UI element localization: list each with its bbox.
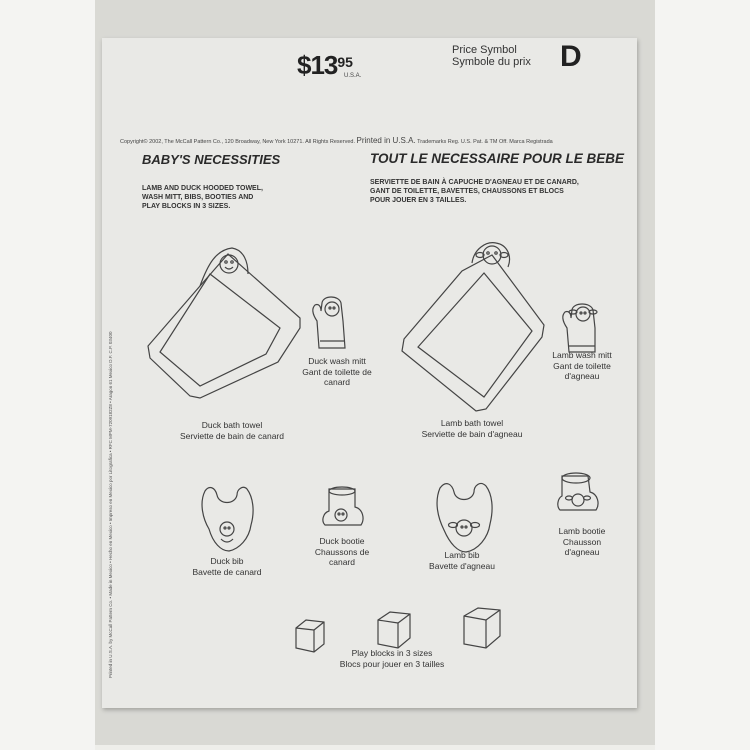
- price: $1395: [297, 50, 353, 81]
- block-large-illustration: [463, 607, 501, 649]
- label-line: Play blocks in 3 sizes: [351, 648, 433, 658]
- label-line: Lamb bootie: [558, 526, 606, 536]
- label-line: Gant de toilette: [553, 360, 611, 371]
- label-line: Gant de toilette de: [302, 366, 372, 377]
- label-line: Duck bootie: [319, 536, 365, 546]
- heading-fr: TOUT LE NECESSAIRE POUR LE BEBE: [370, 151, 625, 166]
- label-blocks: Play blocks in 3 sizes Blocs pour jouer …: [317, 648, 467, 669]
- lamb-bootie-illustration: [557, 472, 599, 511]
- copyright-text: Copyright© 2002, The McCall Pattern Co.,…: [120, 139, 355, 145]
- label-line: Serviette de bain d'agneau: [421, 428, 523, 439]
- label-line: Lamb bib: [444, 550, 480, 560]
- printed-in: Printed in U.S.A.: [356, 136, 416, 145]
- price-symbol-label-fr: Symbole du prix: [452, 56, 531, 68]
- description-fr-line: SERVIETTE DE BAIN À CAPUCHE D'AGNEAU ET …: [370, 179, 579, 186]
- label-line: Bavette d'agneau: [429, 560, 495, 571]
- description-en-line: PLAY BLOCKS IN 3 SIZES.: [142, 203, 231, 211]
- duck-bootie-illustration: [322, 486, 364, 526]
- wall-right: [655, 0, 750, 750]
- label-line: Duck bath towel: [201, 420, 263, 430]
- lamb-bib-illustration: [436, 482, 493, 553]
- description-en-line: LAMB AND DUCK HOODED TOWEL,: [142, 185, 263, 192]
- label-line: d'agneau: [564, 371, 600, 381]
- label-line: Duck bib: [210, 556, 244, 566]
- lamb-towel-illustration: [401, 242, 545, 412]
- label-line: Bavette de canard: [192, 566, 262, 577]
- label-line: d'agneau: [564, 547, 600, 557]
- block-small-illustration: [295, 619, 325, 653]
- price-symbol-letter: D: [560, 40, 582, 73]
- label-duck-mitt: Duck wash mitt Gant de toilette de canar…: [287, 356, 387, 388]
- description-en-line: WASH MITT, BIBS, BOOTIES AND: [142, 194, 254, 202]
- duck-towel-illustration: [147, 247, 301, 399]
- wall-left: [0, 0, 95, 750]
- description-fr-line: POUR JOUER EN 3 TAILLES.: [370, 197, 467, 205]
- lamb-mitt-illustration: [562, 303, 598, 353]
- trademarks-text: Trademarks Reg. U.S. Pat. & TM Off. Marc…: [417, 139, 553, 145]
- duck-bib-illustration: [201, 486, 254, 552]
- label-line: Lamb bath towel: [440, 418, 504, 428]
- label-line: canard: [324, 377, 350, 387]
- label-lamb-bootie: Lamb bootie Chausson d'agneau: [537, 526, 627, 558]
- description-en: LAMB AND DUCK HOODED TOWEL, WASH MITT, B…: [142, 184, 292, 212]
- label-line: Chaussons de: [314, 546, 370, 557]
- label-duck-towel: Duck bath towel Serviette de bain de can…: [157, 420, 307, 441]
- label-line: Chausson: [562, 536, 602, 547]
- label-duck-bib: Duck bib Bavette de canard: [172, 556, 282, 577]
- label-lamb-mitt: Lamb wash mitt Gant de toilette d'agneau: [532, 350, 632, 382]
- label-lamb-bib: Lamb bib Bavette d'agneau: [412, 550, 512, 571]
- label-lamb-towel: Lamb bath towel Serviette de bain d'agne…: [402, 418, 542, 439]
- block-medium-illustration: [377, 611, 411, 649]
- label-line: canard: [329, 557, 355, 567]
- description-fr: SERVIETTE DE BAIN À CAPUCHE D'AGNEAU ET …: [370, 178, 630, 206]
- heading-en: BABY'S NECESSITIES: [142, 152, 281, 167]
- price-dollars: $13: [297, 50, 338, 80]
- pattern-back-sheet: $1395 U.S.A. Price Symbol Symbole du pri…: [102, 38, 637, 708]
- label-line: Blocs pour jouer en 3 tailles: [339, 658, 445, 669]
- price-cents: 95: [337, 54, 353, 70]
- label-line: Lamb wash mitt: [552, 350, 612, 360]
- price-country: U.S.A.: [344, 73, 362, 79]
- price-symbol-label-en: Price Symbol: [452, 44, 517, 56]
- label-line: Serviette de bain de canard: [180, 430, 284, 441]
- duck-mitt-illustration: [312, 296, 346, 349]
- side-legal-text: Printed in U.S.A. by McCall Pattern Co. …: [108, 331, 113, 678]
- label-line: Duck wash mitt: [308, 356, 366, 366]
- description-fr-line: GANT DE TOILETTE, BAVETTES, CHAUSSONS ET…: [370, 188, 564, 196]
- label-duck-bootie: Duck bootie Chaussons de canard: [297, 536, 387, 568]
- copyright-line: Copyright© 2002, The McCall Pattern Co.,…: [120, 136, 553, 145]
